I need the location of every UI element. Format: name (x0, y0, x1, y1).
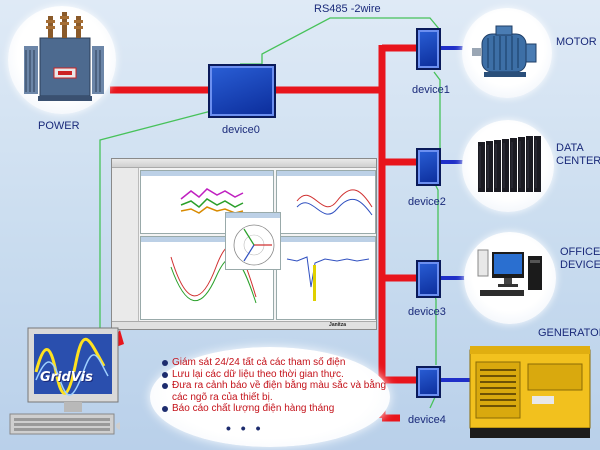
monitor-icon (9, 327, 120, 435)
device0-meter[interactable] (208, 64, 276, 118)
screen-sidebar (112, 168, 139, 322)
gridvis-screenshot: Janitza (111, 158, 377, 330)
motor-label: MOTOR (556, 36, 597, 48)
generator-icon (469, 346, 591, 438)
screen-menubar (112, 159, 376, 168)
transformer-icon (24, 12, 104, 101)
more-ellipsis: • • • (226, 420, 264, 436)
device4-meter[interactable] (416, 366, 441, 398)
phasor-dialog (225, 212, 281, 270)
phasor-plot (233, 224, 275, 266)
office-pc-icon (477, 249, 542, 296)
device3-label: device3 (408, 306, 446, 318)
panel-bottom-right-plot (286, 256, 370, 301)
feature-item: Giám sát 24/24 tất cả các tham số điện (160, 357, 390, 369)
device2-label: device2 (408, 196, 446, 208)
datacenter-label-line1: DATA CENTER (556, 142, 600, 168)
panel-top-right (276, 170, 376, 234)
device0-label: device0 (222, 124, 260, 136)
device4-label: device4 (408, 414, 446, 426)
feature-item: Báo cáo chất lượng điện hàng tháng (160, 403, 390, 415)
office-device-label: OFFICE DEVICE (560, 246, 600, 271)
screen-statusbar: Janitza (112, 321, 376, 329)
device3-meter[interactable] (416, 260, 441, 298)
feature-list: Giám sát 24/24 tất cả các tham số điện L… (160, 357, 390, 415)
load-links (441, 46, 482, 382)
status-text: Janitza (329, 322, 346, 328)
panel-top-right-plot (296, 189, 373, 216)
gridvis-logo-text: GridVis (40, 370, 93, 385)
panel-bottom-right (276, 236, 376, 320)
bus-label: RS485 -2wire (314, 3, 381, 15)
device2-meter[interactable] (416, 148, 441, 186)
office-label: OFFICE DEVICE (560, 246, 600, 272)
power-label: POWER (38, 120, 80, 132)
datacenter-label: DATA CENTER (556, 142, 600, 167)
motor-icon (472, 25, 537, 77)
server-rack-icon (478, 136, 541, 192)
notes-bubble (150, 347, 390, 447)
device1-label: device1 (412, 84, 450, 96)
generator-label: GENERATOR (538, 327, 600, 339)
feature-item: Lưu lại các dữ liệu theo thời gian thực. (160, 369, 390, 381)
feature-item: Đưa ra cảnh báo về điện bằng màu sắc và … (160, 380, 390, 403)
device1-meter[interactable] (416, 28, 441, 70)
